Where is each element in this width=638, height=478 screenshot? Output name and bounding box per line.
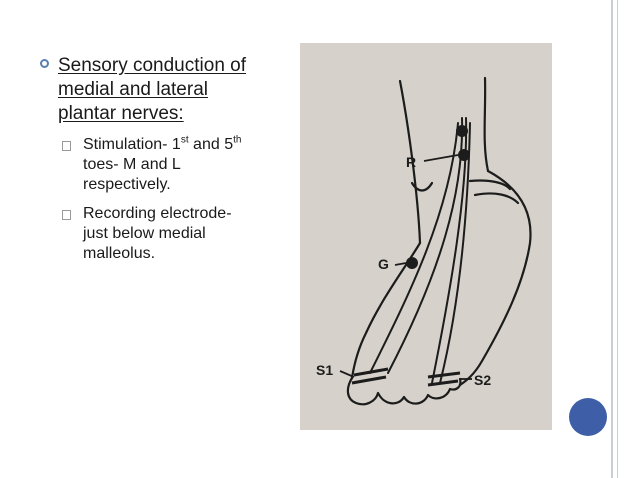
recording-electrode-upper <box>456 125 468 137</box>
right-edge-rule <box>611 0 613 478</box>
square-bullet-icon <box>62 141 71 151</box>
ankle-crease <box>468 179 512 191</box>
heading-line: medial and lateral <box>58 79 208 100</box>
circle-bullet-icon <box>40 59 49 68</box>
foot-electrode-diagram: R G S1 S2 <box>300 43 552 430</box>
heel-outline <box>458 169 532 387</box>
heading-line: plantar nerves: <box>58 103 184 124</box>
label-r: R <box>406 154 416 170</box>
label-g: G <box>378 256 389 272</box>
slide-decor-dot <box>569 398 607 436</box>
bullet-line: Stimulation- 1st and 5th <box>83 134 242 153</box>
ground-electrode <box>406 257 418 269</box>
pointer-s1 <box>339 370 355 378</box>
nerve-line-outer <box>369 122 459 374</box>
pointer-g <box>394 262 407 266</box>
inner-leg-line <box>410 181 434 192</box>
ankle-crease <box>473 192 520 205</box>
heading-line: Sensory conduction of <box>58 55 247 76</box>
bullet-line: respectively. <box>83 176 171 193</box>
leg-front-outline <box>398 79 422 245</box>
ring-electrode-s2 <box>427 371 461 387</box>
pointer-r <box>423 154 459 162</box>
nerve-line-lateral <box>431 117 468 384</box>
nerve-line-medial <box>387 117 464 374</box>
bullet-line: toes- M and L <box>83 156 181 173</box>
label-s1: S1 <box>316 362 333 378</box>
square-bullet-icon <box>62 210 71 220</box>
bullet-text: Recording electrode- just below medial m… <box>83 204 283 264</box>
label-s2: S2 <box>474 372 491 388</box>
toes-outline <box>346 376 462 406</box>
ring-electrode-s1 <box>351 367 389 385</box>
foot-drawing: R G S1 S2 <box>316 76 532 406</box>
bullet-text: Stimulation- 1st and 5th toes- M and L r… <box>83 135 283 195</box>
leg-back-outline <box>483 76 490 173</box>
bullet-line: malleolus. <box>83 245 156 262</box>
bullet-line: just below medial <box>83 225 206 242</box>
right-edge-rule-inner <box>617 0 618 478</box>
slide-heading: Sensory conduction of medial and lateral… <box>58 54 283 126</box>
bullet-line: Recording electrode- <box>83 205 232 222</box>
recording-electrode-lower <box>458 149 470 161</box>
